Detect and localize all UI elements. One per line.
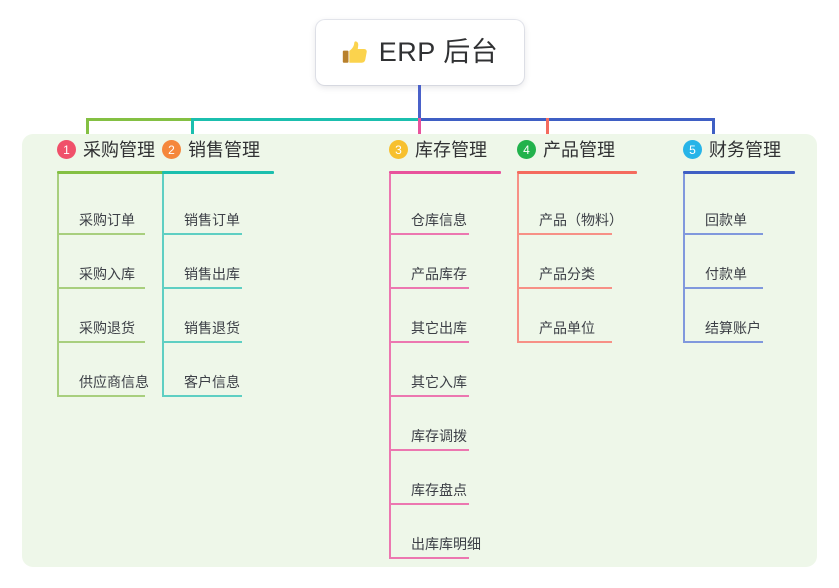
- drop-stem-col-1: [86, 118, 89, 146]
- leaf-rule: [57, 287, 145, 289]
- column-badge-3: 3: [389, 140, 408, 159]
- root-node-label: ERP 后台: [378, 37, 499, 67]
- column-badge-4: 4: [517, 140, 536, 159]
- drop-stem-col-2: [191, 118, 194, 146]
- leaf-label: 采购退货: [79, 320, 135, 336]
- leaf-label: 采购订单: [79, 212, 135, 228]
- column-title-3: 库存管理: [415, 139, 487, 160]
- column-header-2[interactable]: 2 销售管理: [162, 140, 260, 159]
- column-spine-3: [389, 174, 391, 559]
- leaf-label: 销售退货: [184, 320, 240, 336]
- column-title-4: 产品管理: [543, 139, 615, 160]
- leaf-rule: [389, 557, 469, 559]
- column-title-5: 财务管理: [709, 139, 781, 160]
- column-spine-2: [162, 174, 164, 397]
- column-header-1[interactable]: 1 采购管理: [57, 140, 155, 159]
- bus-segment-3: [418, 118, 715, 121]
- leaf-label: 销售出库: [184, 266, 240, 282]
- leaf-label: 采购入库: [79, 266, 135, 282]
- leaf-label: 库存盘点: [411, 482, 467, 498]
- column-badge-2: 2: [162, 140, 181, 159]
- leaf-rule: [517, 233, 612, 235]
- diagram-panel: 1 采购管理采购订单采购入库采购退货供应商信息 2 销售管理销售订单销售出库销售退货客…: [22, 134, 817, 567]
- leaf-rule: [389, 233, 469, 235]
- column-badge-1: 1: [57, 140, 76, 159]
- leaf-label: 供应商信息: [79, 374, 149, 390]
- leaf-rule: [162, 287, 242, 289]
- root-stem-connector: [418, 85, 421, 120]
- leaf-rule: [162, 341, 242, 343]
- column-rule-1: [57, 171, 175, 174]
- leaf-label: 产品（物料）: [539, 212, 623, 228]
- leaf-label: 客户信息: [184, 374, 240, 390]
- column-rule-4: [517, 171, 637, 174]
- column-rule-3: [389, 171, 501, 174]
- column-title-1: 采购管理: [83, 139, 155, 160]
- leaf-rule: [389, 395, 469, 397]
- column-rule-5: [683, 171, 795, 174]
- drop-stem-col-4: [546, 118, 549, 146]
- drop-stem-col-3: [418, 118, 421, 146]
- drop-stem-col-5: [712, 118, 715, 146]
- leaf-rule: [389, 341, 469, 343]
- leaf-label: 结算账户: [705, 320, 761, 336]
- leaf-label: 付款单: [705, 266, 747, 282]
- leaf-label: 仓库信息: [411, 212, 467, 228]
- leaf-rule: [389, 287, 469, 289]
- leaf-rule: [517, 341, 612, 343]
- leaf-rule: [683, 287, 763, 289]
- leaf-label: 销售订单: [184, 212, 240, 228]
- bus-segment-2: [191, 118, 420, 121]
- column-spine-1: [57, 174, 59, 397]
- leaf-rule: [162, 233, 242, 235]
- column-rule-2: [162, 171, 274, 174]
- leaf-label: 库存调拨: [411, 428, 467, 444]
- leaf-label: 出库库明细: [411, 536, 481, 552]
- leaf-rule: [57, 341, 145, 343]
- leaf-rule: [57, 233, 145, 235]
- column-badge-5: 5: [683, 140, 702, 159]
- column-header-3[interactable]: 3 库存管理: [389, 140, 487, 159]
- root-node[interactable]: ERP 后台: [316, 20, 524, 85]
- bus-segment-1: [86, 118, 193, 121]
- column-header-5[interactable]: 5 财务管理: [683, 140, 781, 159]
- leaf-rule: [389, 503, 469, 505]
- leaf-label: 回款单: [705, 212, 747, 228]
- root-node-content: ERP 后台: [342, 39, 499, 66]
- leaf-rule: [517, 287, 612, 289]
- leaf-rule: [57, 395, 145, 397]
- leaf-rule: [162, 395, 242, 397]
- leaf-rule: [683, 233, 763, 235]
- leaf-rule: [389, 449, 469, 451]
- leaf-label: 产品分类: [539, 266, 595, 282]
- leaf-label: 其它入库: [411, 374, 467, 390]
- leaf-rule: [683, 341, 763, 343]
- thumbs-up-icon: [342, 40, 367, 63]
- column-spine-4: [517, 174, 519, 343]
- leaf-label: 产品库存: [411, 266, 467, 282]
- column-header-4[interactable]: 4 产品管理: [517, 140, 615, 159]
- column-title-2: 销售管理: [188, 139, 260, 160]
- leaf-label: 其它出库: [411, 320, 467, 336]
- leaf-label: 产品单位: [539, 320, 595, 336]
- column-spine-5: [683, 174, 685, 343]
